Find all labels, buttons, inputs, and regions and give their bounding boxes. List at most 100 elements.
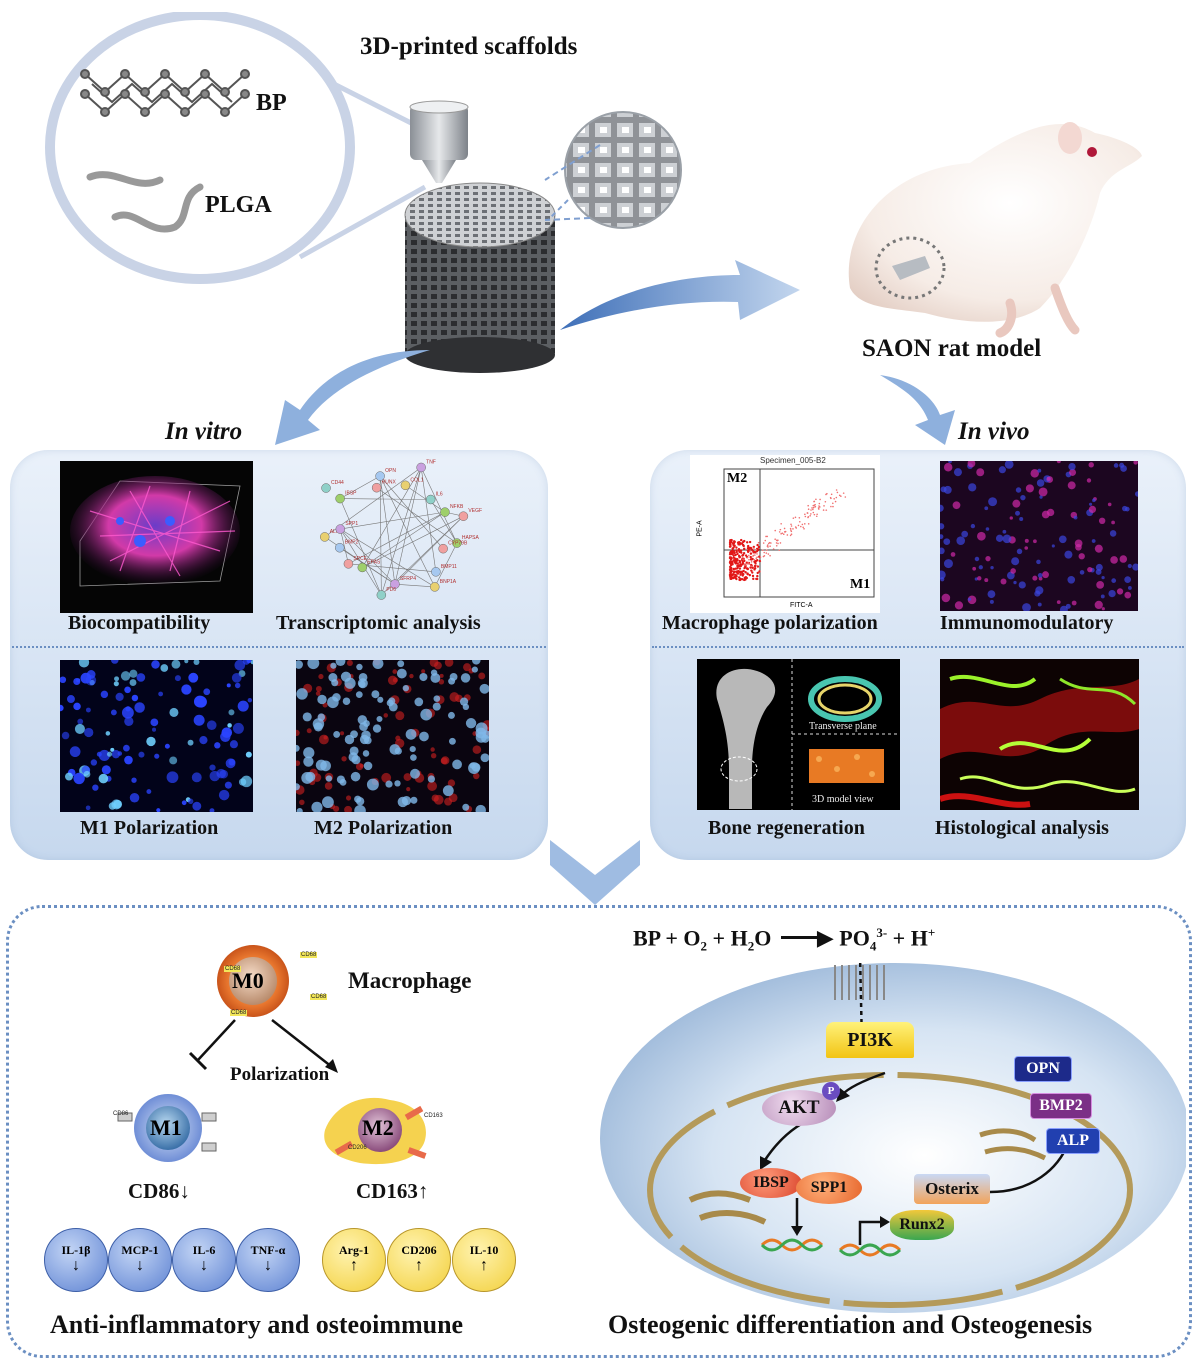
flow-event-dot	[784, 531, 786, 533]
flow-event-dot	[792, 528, 794, 530]
biocompatibility-image	[60, 461, 253, 613]
flow-event-dot	[786, 534, 789, 536]
flow-event-dot	[763, 555, 766, 557]
network-node	[438, 543, 448, 554]
flow-event-dot	[789, 527, 792, 530]
flow-event-dot	[824, 500, 827, 503]
flow-event-dot	[738, 555, 742, 559]
flow-event-dot	[753, 568, 756, 571]
flow-event-dot	[729, 539, 733, 542]
flow-event-dot	[729, 563, 733, 567]
flow-event-dot	[743, 539, 746, 543]
m1-cell-dot	[100, 690, 109, 699]
m1-cell-dot	[209, 764, 216, 771]
immuno-dot	[1119, 555, 1128, 563]
flow-event-dot	[746, 572, 749, 576]
network-node	[458, 511, 469, 521]
flow-event-dot	[803, 527, 805, 530]
immuno-dot	[1025, 484, 1034, 493]
flow-event-dot	[742, 553, 745, 557]
m1-cell-dot	[152, 727, 157, 732]
m1-cell-dot	[73, 772, 85, 785]
immuno-dot	[989, 599, 994, 604]
immuno-dot	[977, 576, 982, 581]
m1-cell-dot	[98, 773, 109, 784]
immuno-dot	[1009, 516, 1013, 520]
immuno-dot	[1037, 602, 1042, 607]
m1-cell-dot	[129, 679, 137, 687]
m1-cell-dot	[242, 660, 251, 665]
m2-nucleus-dot	[372, 660, 384, 670]
m2-nucleus-dot	[479, 683, 489, 694]
flow-event-dot	[729, 552, 732, 556]
cytokine-il1b: IL-1β↓	[44, 1228, 108, 1292]
flow-event-dot	[748, 540, 752, 544]
flow-event-dot	[790, 533, 793, 535]
immuno-dot	[1012, 499, 1021, 508]
flow-event-dot	[753, 551, 756, 554]
reaction-equation: BP + O2 + H2O ▶ PO43- + H+	[633, 925, 936, 954]
immuno-dot	[1134, 491, 1138, 497]
network-node	[430, 582, 440, 592]
flow-event-dot	[775, 542, 778, 544]
cd163-tag: CD163	[424, 1113, 443, 1119]
alp-node: ALP	[1046, 1128, 1100, 1154]
flow-event-dot	[792, 517, 795, 519]
m1-cell-dot	[60, 676, 67, 684]
flow-event-dot	[818, 502, 821, 505]
network-edge	[339, 498, 382, 596]
m1-cell-dot	[85, 707, 91, 713]
immuno-dot	[987, 590, 996, 599]
network-node	[376, 590, 387, 600]
m1-cell-dot	[150, 718, 159, 727]
m1-cell-dot	[199, 736, 208, 745]
flow-event-dot	[756, 556, 758, 558]
m2-nucleus-dot	[402, 684, 410, 692]
immuno-dot	[1074, 539, 1083, 548]
flow-event-dot	[779, 528, 782, 531]
flow-event-dot	[748, 563, 751, 565]
flow-event-dot	[768, 541, 771, 544]
immuno-dot	[995, 534, 1004, 543]
flow-event-dot	[732, 567, 736, 571]
immunomodulatory-image	[940, 461, 1138, 611]
m2-red-dot	[430, 747, 435, 752]
immuno-dot	[1073, 515, 1078, 520]
m2-red-dot	[324, 782, 333, 790]
network-edge	[340, 528, 435, 588]
immuno-dot	[1098, 517, 1106, 525]
m2-nucleus-dot	[394, 780, 401, 787]
network-node-label: SFRP4	[400, 576, 416, 582]
m1-cell-dot	[226, 683, 231, 688]
immuno-dot	[1046, 476, 1051, 481]
flow-event-dot	[737, 549, 741, 552]
m1-polarization-image	[60, 660, 253, 812]
immuno-dot	[1000, 578, 1007, 585]
m2-nucleus-dot	[357, 715, 368, 725]
immuno-dot	[1094, 600, 1103, 610]
m2-nucleus-dot	[303, 756, 314, 767]
immuno-dot	[984, 578, 989, 583]
immuno-dot	[1022, 603, 1031, 611]
bmp2-node: BMP2	[1030, 1093, 1092, 1119]
network-node-label: SPCE	[353, 556, 367, 562]
m2-nucleus-dot	[307, 660, 320, 670]
m2-nucleus-dot	[336, 775, 345, 784]
flow-event-dot	[756, 543, 759, 547]
immuno-dot	[1094, 544, 1103, 553]
flow-event-dot	[789, 534, 792, 537]
m2-nucleus-dot	[468, 762, 481, 774]
m2-nucleus-dot	[419, 731, 429, 742]
flow-event-dot	[766, 535, 769, 538]
flow-event-dot	[807, 508, 810, 511]
flow-event-dot	[842, 492, 845, 494]
m2-nucleus-dot	[301, 772, 314, 784]
network-node	[343, 559, 354, 569]
m2-nucleus-dot	[317, 694, 327, 705]
flow-event-dot	[732, 540, 736, 543]
m1-cell-dot	[138, 751, 145, 758]
flow-event-dot	[745, 561, 749, 564]
flow-event-dot	[734, 573, 737, 577]
network-node-label: IL6	[436, 491, 443, 497]
